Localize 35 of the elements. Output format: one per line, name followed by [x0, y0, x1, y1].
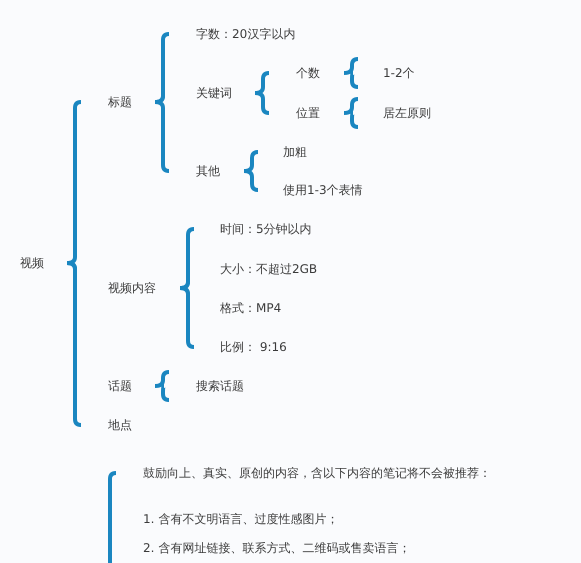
topic-text: 时间：5分钟以内	[185, 221, 312, 237]
topic-text: 居左原则	[349, 99, 431, 127]
curly-brace	[180, 286, 194, 349]
curly-brace	[180, 267, 190, 290]
topic-text: 其他	[160, 163, 244, 179]
topic-text: 标题	[72, 94, 155, 110]
curly-brace	[66, 100, 82, 265]
topic-text: 使用1-3个表情	[249, 182, 363, 198]
topic-text: 关键词	[160, 85, 255, 101]
curly-brace	[154, 91, 166, 104]
topic-text: 1-2个	[349, 59, 415, 87]
curly-brace	[153, 370, 171, 402]
curly-brace	[154, 100, 170, 173]
curly-brace	[244, 150, 258, 173]
curly-brace	[254, 71, 270, 95]
topic-text: 个数	[260, 65, 344, 81]
curly-brace	[342, 97, 360, 129]
topic-text: 视频	[20, 255, 67, 271]
topic-text: 视频内容	[72, 280, 180, 296]
curly-brace	[244, 169, 258, 192]
topic-text: 搜索话题	[160, 372, 244, 400]
topic-text: 加粗	[249, 144, 307, 160]
topic-text: 地点	[72, 417, 132, 433]
topic-text: 2. 含有网址链接、联系方式、二维码或售卖语言；	[143, 540, 410, 556]
topic-text: 位置	[260, 105, 344, 121]
topic-text: 字数：20汉字以内	[160, 26, 296, 42]
curly-brace	[66, 261, 82, 427]
curly-brace	[342, 57, 360, 89]
topic-text: 1. 含有不文明语言、过度性感图片；	[143, 511, 338, 527]
topic-text: 话题	[72, 378, 155, 394]
topic-text: 格式：MP4	[185, 300, 282, 316]
topic-text: 鼓励向上、真实、原创的内容，含以下内容的笔记将不会被推荐：	[143, 465, 513, 481]
topic-text: 比例： 9:16	[185, 339, 287, 355]
curly-brace	[254, 91, 270, 115]
topic-text: 大小：不超过2GB	[185, 261, 318, 277]
